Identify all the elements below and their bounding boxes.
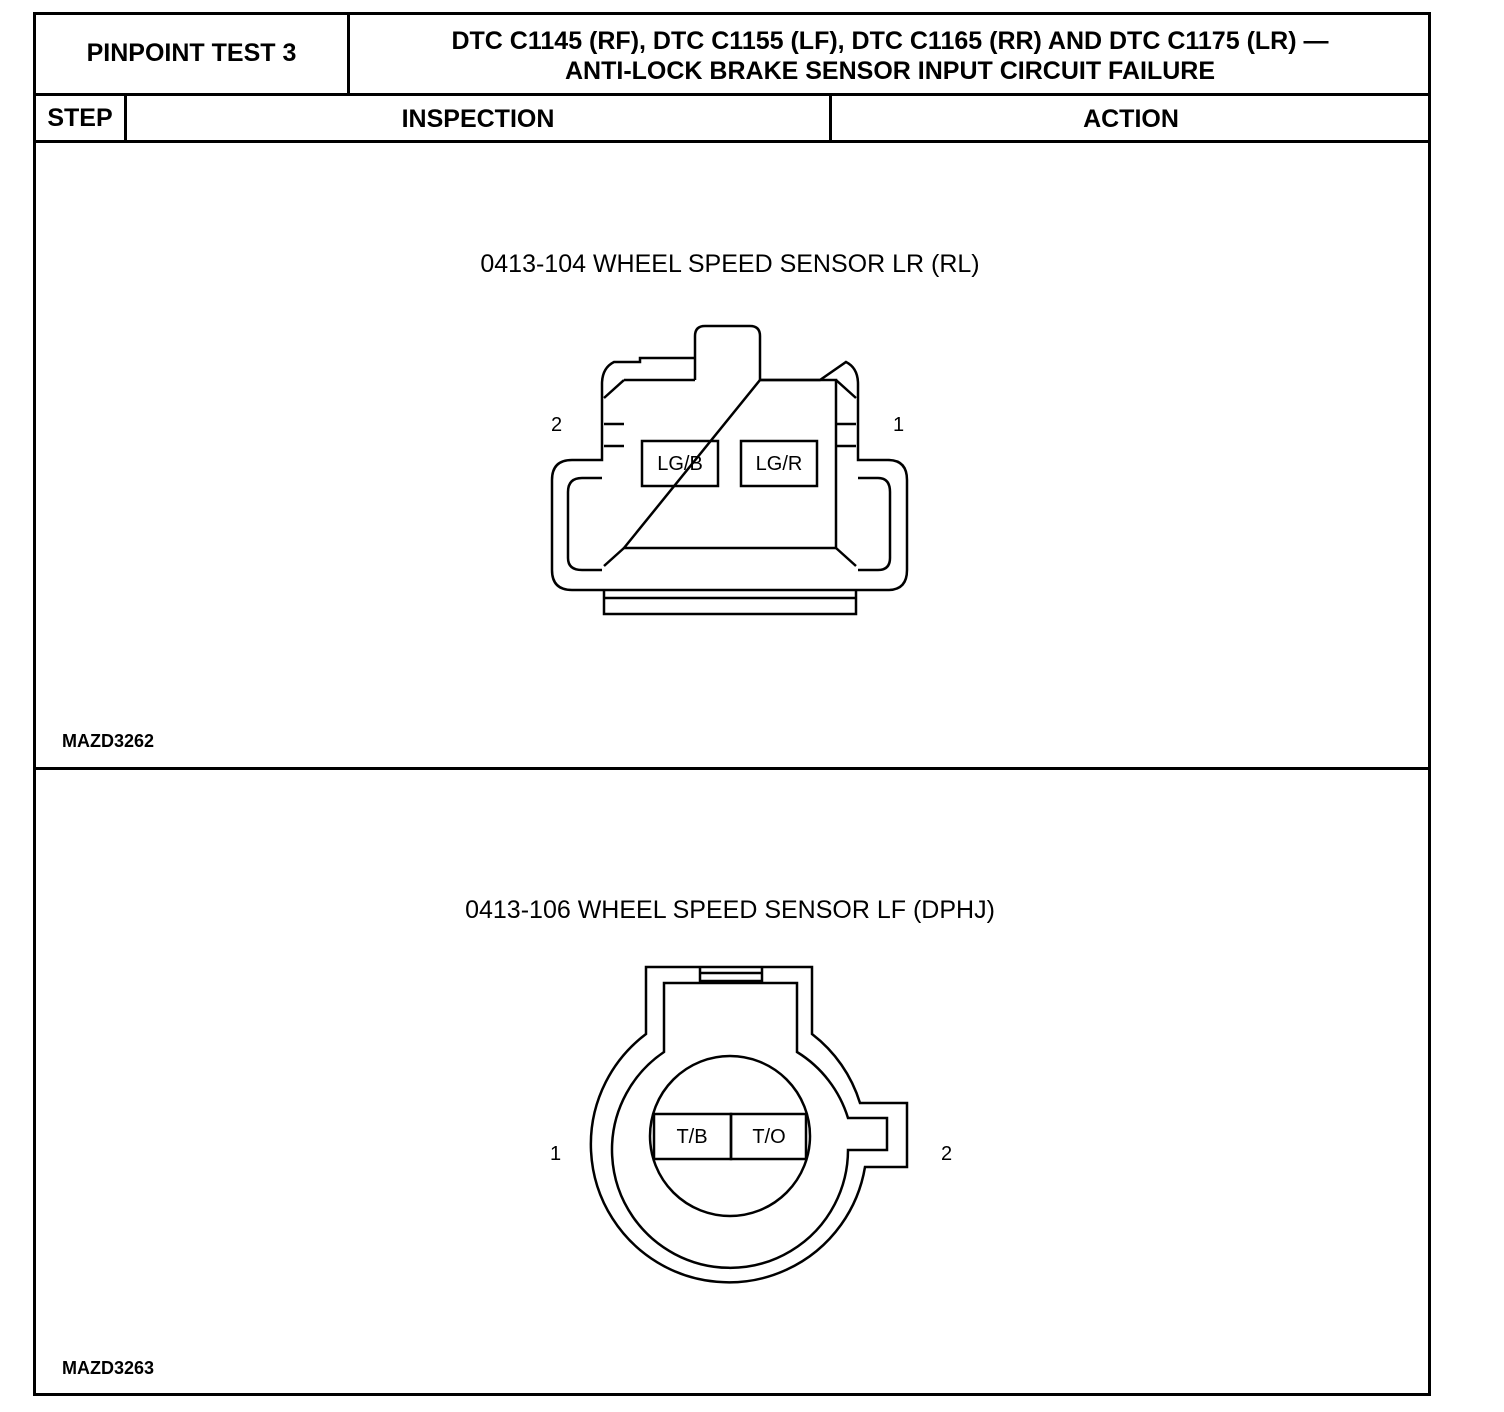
figure-1-terminal-right-label: LG/R [756,453,803,475]
column-header-separator [33,140,1431,143]
header-separator [33,93,1431,96]
figure-2-terminal-right [729,1112,808,1161]
action-column-header: ACTION [1083,105,1179,133]
figure-1-id: MAZD3262 [62,731,155,751]
header-divider [347,12,350,94]
figure-1-terminal-left-label: LG/B [657,453,703,475]
figure-1-pin-right-label: 1 [893,414,905,436]
figure-1-caption: 0413-104 WHEEL SPEED SENSOR LR (RL) [480,250,980,278]
figure-1-terminal-right [739,439,819,488]
figure-2-pin-left-label: 1 [550,1143,562,1165]
step-column-divider [124,93,127,141]
figure-1-pin-left-label: 2 [551,414,563,436]
figure-2-pin-right-label: 2 [941,1143,953,1165]
figure-2-id: MAZD3263 [62,1358,155,1378]
figure-1-terminal-left [640,439,720,488]
lf-sensor-connector [589,965,909,1284]
figure-separator [33,767,1431,770]
lr-sensor-connector [550,324,909,616]
inspection-column-divider [829,93,832,141]
pinpoint-test-label: PINPOINT TEST 3 [86,39,297,67]
dtc-title-line-1: DTC C1145 (RF), DTC C1155 (LF), DTC C116… [451,27,1329,55]
inspection-column-header: INSPECTION [401,105,555,133]
figure-2-terminal-right-label: T/O [752,1126,785,1148]
pinpoint-test-table [33,12,1431,1396]
dtc-title-line-2: ANTI-LOCK BRAKE SENSOR INPUT CIRCUIT FAI… [565,57,1215,85]
figure-2-terminal-left-label: T/B [676,1126,707,1148]
figure-2-caption: 0413-106 WHEEL SPEED SENSOR LF (DPHJ) [465,896,995,924]
step-column-header: STEP [47,104,113,132]
